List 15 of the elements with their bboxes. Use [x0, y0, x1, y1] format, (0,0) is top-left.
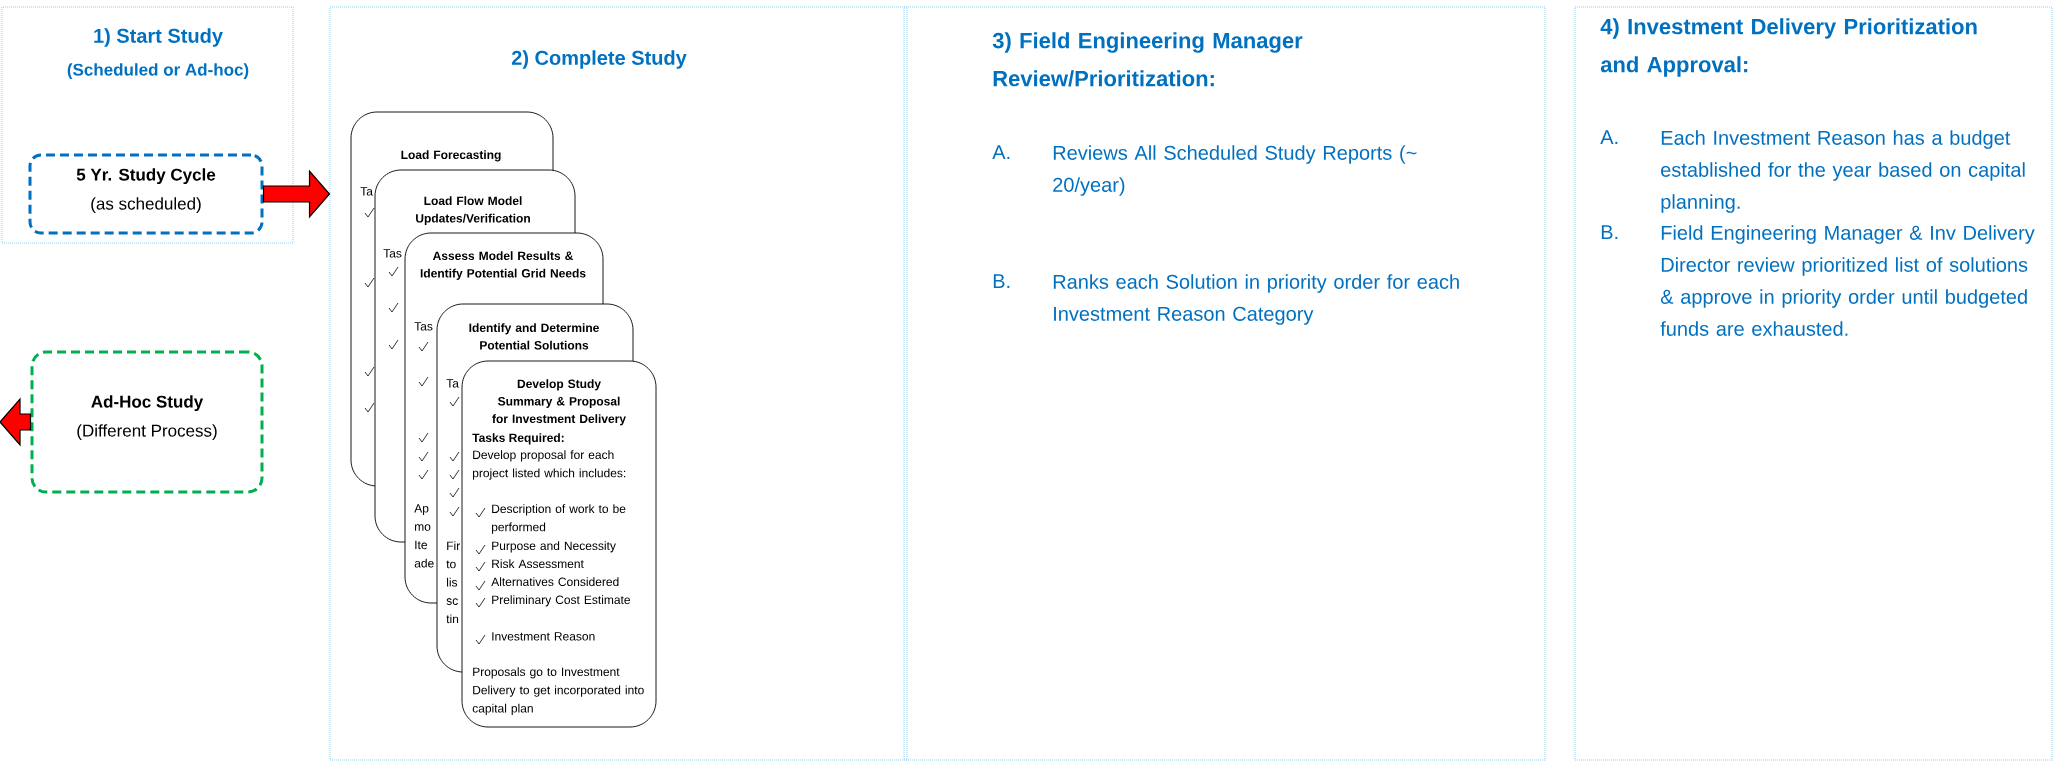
- block-arrow: [0, 397, 32, 447]
- list-item: Each Investment Reason has a budget established for the year based on capital planning.: [1661, 130, 2025, 213]
- list-marker: B.: [1601, 225, 1618, 239]
- list-marker: A.: [1600, 130, 1618, 144]
- panel-subheading: (Scheduled or Ad-hoc): [67, 63, 249, 80]
- card-text: Ta: [360, 187, 373, 196]
- process-box: Ad-Hoc Study (Different Process): [30, 350, 264, 494]
- list-item: Ranks each Solution in priority order for each Investment Reason Category: [1053, 274, 1459, 325]
- list-item: Field Engineering Manager & Inv Delivery Director review prioritized list of solutions & approve in priority order until budgeted funds are exhausted.: [1660, 225, 2035, 336]
- block-arrow: [262, 169, 331, 219]
- list-marker: B.: [993, 274, 1010, 288]
- card-text: Proposals go to Investment Delivery to get incorporated into capital plan: [472, 667, 644, 715]
- list-marker: A.: [992, 145, 1010, 159]
- list-item: Reviews All Scheduled Study Reports (~ 20/year): [1053, 145, 1417, 196]
- process-box: 5 Yr. Study Cycle (as scheduled): [28, 153, 264, 235]
